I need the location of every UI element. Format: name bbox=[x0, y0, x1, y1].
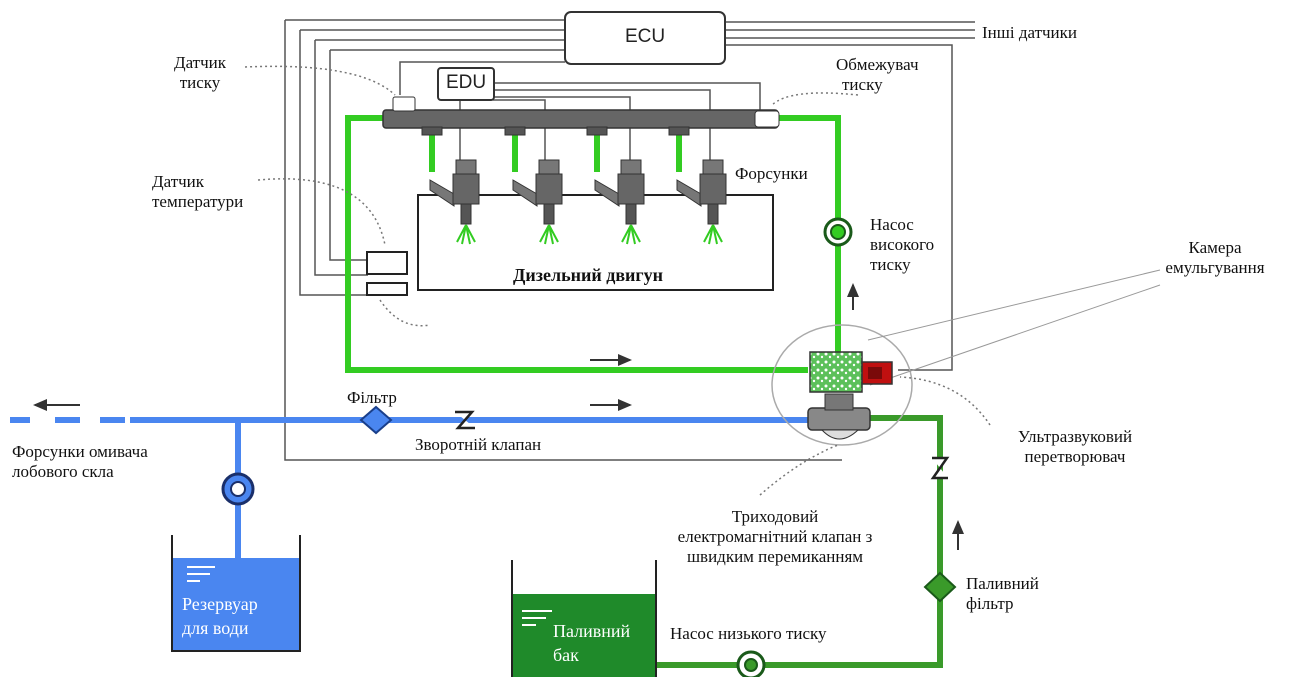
injectors-group bbox=[429, 159, 727, 245]
edu-label: EDU bbox=[445, 72, 487, 93]
hp-pump-icon bbox=[823, 217, 853, 247]
water-tank bbox=[171, 535, 301, 652]
emulsion-chamber bbox=[809, 351, 863, 393]
lp-pump-icon bbox=[736, 650, 766, 677]
other-sensors-label: Інші датчики bbox=[982, 23, 1078, 42]
temp-sensor-box-2 bbox=[366, 282, 408, 296]
temp-sensor-box bbox=[366, 251, 408, 275]
fuel-loop bbox=[345, 115, 841, 373]
ecu-label: ECU bbox=[624, 26, 666, 47]
control-wires bbox=[284, 19, 975, 461]
emulsion-zone bbox=[771, 324, 913, 446]
fuel-filter-icon bbox=[923, 571, 957, 603]
return-line bbox=[656, 415, 943, 668]
fuel-rail bbox=[382, 109, 779, 129]
lp-pump-label: Насос низького тиску bbox=[670, 624, 827, 643]
water-pump-icon bbox=[221, 472, 255, 506]
three-way-valve bbox=[807, 393, 871, 440]
injectors-label: Форсунки bbox=[735, 164, 808, 183]
pressure-sensor-body bbox=[392, 96, 416, 112]
check-valve-icon bbox=[455, 410, 475, 430]
leader-lines bbox=[244, 65, 991, 496]
ecu-box bbox=[564, 11, 726, 65]
pressure-limiter-body bbox=[754, 110, 780, 128]
fuel-tank bbox=[511, 560, 657, 677]
water-filter-icon bbox=[359, 405, 393, 435]
check-valve-label: Зворотній клапан bbox=[415, 435, 542, 454]
edu-box bbox=[437, 67, 495, 101]
filter-label: Фільтр bbox=[347, 388, 397, 407]
engine-label: Дизельний двигун bbox=[513, 265, 663, 285]
flow-arrows bbox=[33, 283, 964, 550]
